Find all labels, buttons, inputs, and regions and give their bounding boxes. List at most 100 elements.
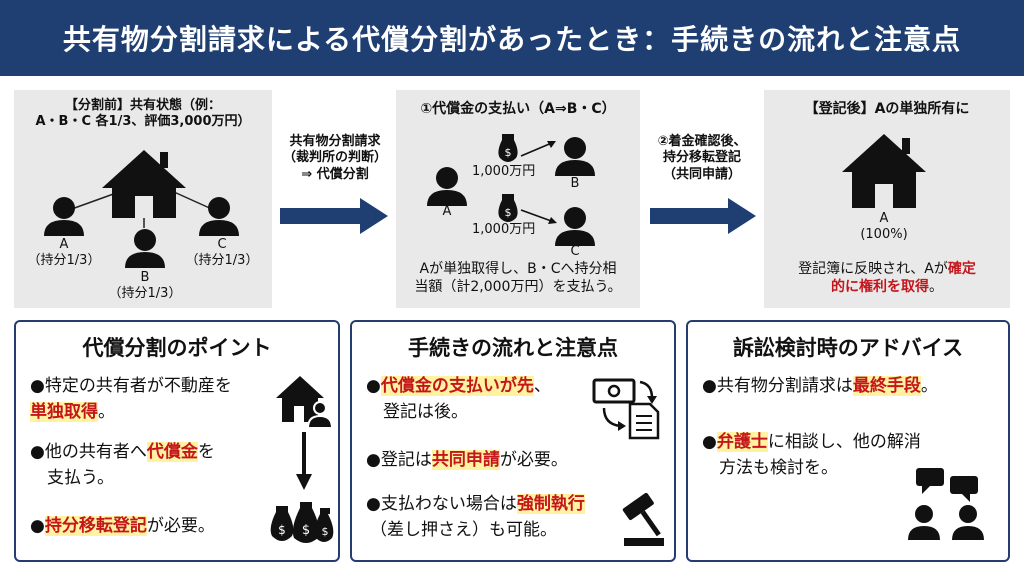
c-name: C [217,237,227,252]
person-c-icon [199,197,239,236]
advice-item-1: ●共有物分割請求は最終手段。 [702,374,938,400]
procedure-item-1-comma: 、 [533,376,551,396]
advice-card-title: 訴訟検討時のアドバイス [732,336,964,360]
svg-text:$: $ [505,206,512,219]
b-name: B [140,270,150,285]
a-name: A [59,237,69,252]
payee-b-label: B [570,176,580,191]
payment-diagram: $ $ [427,134,595,246]
payer-a-label: A [442,204,452,219]
before-heading-line1: 【分割前】共有状態（例： [64,98,221,113]
money-bag-icon-1: $ [498,134,518,162]
procedure-item-3-emphasis: 強制執行 [516,494,585,514]
before-diagram [44,150,239,268]
after-description: 登記簿に反映され、Aが確定 的に権利を取得。 [764,260,1010,296]
before-heading-line2: A・B・C 各1/3、評価3,000万円） [35,114,251,130]
arrow1-line1: 共有物分割請求 [289,134,381,149]
procedure-item-3-line2: （差し押さえ）も可能。 [370,519,557,540]
points-card-title: 代償分割のポイント [82,336,272,360]
advice-item-2-text: に相談し、他の解消 [767,432,921,452]
svg-text:$: $ [302,523,310,538]
gavel-icon [622,492,664,546]
advice-item-1-text: ●共有物分割請求は [702,376,853,396]
after-desc-end: 。 [929,279,943,296]
person-c-label: C （持分1/3） [182,237,262,270]
after-desc-line1: 登記簿に反映され、Aが確定 [764,260,1010,278]
points-item-2-line2: 支払う。 [47,467,114,488]
points-item-1-text: ●特定の共有者が不動産を [30,376,232,396]
procedure-item-1-bullet: ● [366,376,381,396]
owner-share: (100%) [860,227,908,243]
money-bags-icon: $ $ $ [270,502,334,543]
points-card: 代償分割のポイント ●特定の共有者が不動産を 単独取得。 ●他の共有者へ代償金を… [14,320,340,562]
arrow1-caption: 共有物分割請求 （裁判所の判断） ⇒ 代償分割 [274,134,396,183]
person-b-label: B （持分1/3） [105,270,185,303]
down-arrow-icon [296,432,312,490]
svg-text:$: $ [278,523,286,537]
link-line-a [68,191,120,211]
person-b-icon [125,229,165,268]
pay-arrow-c [520,209,555,223]
link-line-c [173,191,215,211]
points-item-1: ●特定の共有者が不動産を 単独取得。 [30,374,232,425]
payment-heading: ①代償金の支払い（A⇒B・C） [420,101,616,117]
after-diagram [842,134,926,208]
advice-item-2-bullet: ● [702,432,717,452]
after-desc-line2: 的に権利を取得。 [764,278,1010,296]
advice-item-1-emphasis: 最終手段 [852,376,921,396]
procedure-item-2-emphasis: 共同申請 [431,450,500,470]
b-share: （持分1/3） [108,286,182,302]
procedure-item-3-text: ●支払わない場合は [366,494,517,514]
procedure-item-3: ●支払わない場合は強制執行 （差し押さえ）も可能。 [366,492,585,543]
payee-c-icon [555,207,595,246]
procedure-card: 手続きの流れと注意点 ●代償金の支払いが先、 登記は後。 ●登記は共同申請が必要… [350,320,676,562]
payment-panel: ①代償金の支払い（A⇒B・C） $ $ [396,90,640,308]
amount-to-b: 1,000万円 [472,164,536,179]
after-desc-emphasis-2: 的に権利を取得 [831,279,929,296]
points-item-2: ●他の共有者へ代償金を 支払う。 [30,440,215,491]
advice-item-2-emphasis: 弁護士 [716,432,768,452]
header-bar: 共有物分割請求による代償分割があったとき：手続きの流れと注意点 [0,0,1024,76]
payment-desc-line2: 当額（計2,000万円）を支払う。 [414,279,622,296]
page-title: 共有物分割請求による代償分割があったとき：手続きの流れと注意点 [62,23,962,56]
arrow2-caption: ②着金確認後、 持分移転登記 （共同申請） [640,134,764,183]
after-desc-emphasis: 確定 [947,261,976,277]
svg-text:$: $ [322,525,329,538]
payment-description: Aが単独取得し、B・Cへ持分相 当額（計2,000万円）を支払う。 [396,260,640,296]
procedure-item-1: ●代償金の支払いが先、 登記は後。 [366,374,551,425]
points-item-1-end: 。 [98,401,115,422]
points-item-3-emphasis: 持分移転登記 [44,516,147,536]
house-person-icon [276,376,334,429]
points-item-2-text: ●他の共有者へ [30,442,147,462]
points-item-2-emphasis: 代償金 [146,442,198,462]
points-item-3-bullet: ● [30,516,45,536]
flow-arrow-1 [280,198,388,234]
house-icon [842,134,926,208]
arrow1-line2: （裁判所の判断） [282,150,387,166]
owner-name: A [879,211,889,226]
procedure-item-2-text: ●登記は [366,450,432,470]
procedure-item-2: ●登記は共同申請が必要。 [366,448,568,474]
points-item-2-particle: を [197,442,215,462]
amount-to-c: 1,000万円 [472,222,536,237]
points-item-3: ●持分移転登記が必要。 [30,514,215,540]
procedure-item-2-end: が必要。 [499,450,568,470]
cash-document-icon [592,378,660,440]
payee-c-label: C [570,244,580,259]
svg-text:$: $ [505,146,512,159]
advice-item-2: ●弁護士に相談し、他の解消 方法も検討を。 [702,430,921,481]
pay-arrow-b [520,141,555,157]
arrow2-line3: （共同申請） [662,166,741,182]
procedure-card-title: 手続きの流れと注意点 [408,336,618,360]
before-heading: 【分割前】共有状態（例： A・B・C 各1/3、評価3,000万円） [14,98,272,131]
consultation-icon [908,468,984,540]
after-panel: 【登記後】Aの単独所有に A (100%) 登記簿に反映され、Aが確定 的に権利… [764,90,1010,308]
a-share: （持分1/3） [27,253,101,269]
points-item-3-end: が必要。 [146,516,215,536]
after-heading: 【登記後】Aの単独所有に [804,101,970,117]
money-bag-icon-2: $ [498,194,518,222]
owner-label: A (100%) [764,211,1004,244]
house-icon [102,150,186,218]
person-a-label: A （持分1/3） [24,237,104,270]
person-a-icon [44,197,84,236]
